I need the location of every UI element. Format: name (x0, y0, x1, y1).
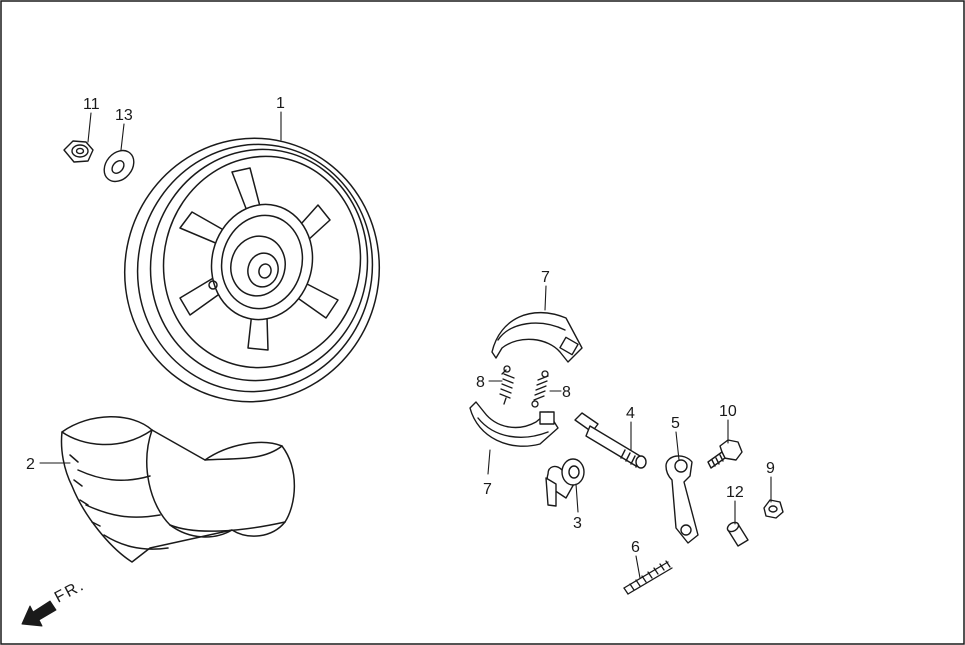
callout-7-lower: 7 (483, 481, 492, 498)
callout-7-upper: 7 (541, 269, 550, 286)
callout-8-left: 8 (476, 374, 485, 391)
callout-labels: 11 13 1 2 7 8 8 7 4 5 10 9 12 3 6 (26, 95, 775, 556)
callout-9: 9 (766, 460, 775, 477)
callout-12: 12 (726, 484, 744, 501)
spring-left-part (499, 365, 515, 405)
washer-part (103, 149, 135, 183)
leader-lines (39, 111, 772, 579)
callout-11: 11 (83, 96, 100, 113)
brake-shoe-lower-part (469, 401, 559, 447)
valve-stem-part (545, 458, 585, 507)
callout-4: 4 (626, 405, 635, 422)
callout-5: 5 (671, 415, 680, 432)
callout-6: 6 (631, 539, 640, 556)
callout-8-right: 8 (562, 384, 571, 401)
axle-nut-part (63, 140, 94, 163)
return-spring-part (623, 560, 673, 595)
pin-part (726, 521, 749, 547)
bolt-part (707, 439, 743, 469)
front-arrow-icon (21, 600, 57, 627)
callout-2: 2 (26, 456, 35, 473)
callout-13: 13 (115, 107, 133, 124)
callout-3: 3 (573, 515, 582, 532)
callout-1: 1 (276, 95, 285, 112)
tire-part (60, 416, 296, 563)
brake-cam-part (574, 412, 647, 469)
callout-10: 10 (719, 403, 737, 420)
brake-shoe-upper-part (491, 311, 583, 363)
small-nut-part (763, 499, 784, 519)
brake-arm-part (665, 455, 699, 544)
wheel-rim-part (123, 137, 381, 403)
spring-right-part (531, 370, 549, 408)
front-direction-indicator: FR. (21, 577, 88, 627)
front-direction-label: FR. (52, 577, 88, 607)
